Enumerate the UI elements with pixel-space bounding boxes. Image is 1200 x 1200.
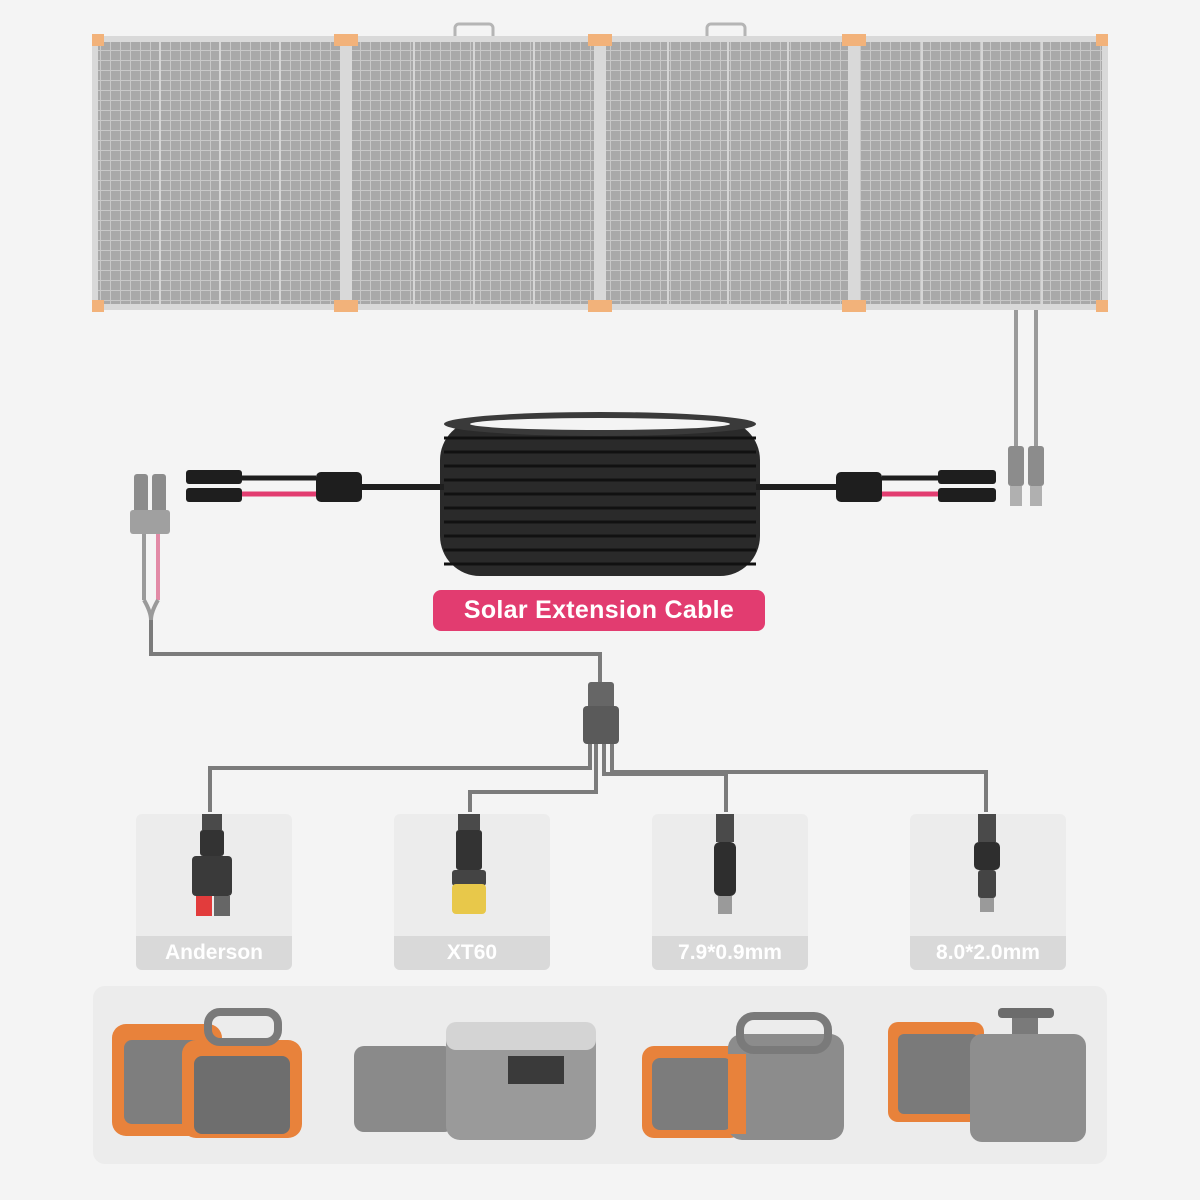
power-station-icon	[112, 1008, 302, 1138]
connector-card-8-0mm: 8.0*2.0mm	[910, 814, 1066, 970]
power-stations-row	[112, 1008, 1086, 1142]
connector-card-anderson: Anderson	[136, 814, 292, 970]
output-splitter	[208, 682, 988, 812]
panel-output-leads	[1008, 310, 1044, 506]
dc-8-0-connector-icon	[974, 814, 1000, 912]
power-station-icon	[354, 1022, 596, 1140]
y-splitter-icon	[836, 472, 882, 502]
solar-panel	[92, 22, 1108, 312]
power-station-icon	[888, 1008, 1086, 1142]
adapter-mc4-connector-icon	[130, 474, 170, 534]
connector-label-anderson: Anderson	[136, 936, 292, 970]
xt60-connector-icon	[452, 814, 486, 914]
dc-7-9-connector-icon	[714, 814, 736, 914]
power-station-icon	[642, 1012, 844, 1140]
mc4-connector-icon	[938, 470, 996, 502]
connector-label-7-9mm: 7.9*0.9mm	[652, 936, 808, 970]
extension-cable-left	[186, 470, 444, 502]
solar-extension-cable-label: Solar Extension Cable	[463, 596, 735, 624]
anderson-connector-icon	[192, 814, 232, 916]
extension-cable-right	[756, 470, 996, 502]
connector-card-7-9mm: 7.9*0.9mm	[652, 814, 808, 970]
connector-label-xt60: XT60	[394, 936, 550, 970]
connector-label-8-0mm: 8.0*2.0mm	[910, 936, 1066, 970]
mc4-connector-icon	[186, 470, 242, 502]
solar-extension-cable-badge: Solar Extension Cable	[433, 590, 765, 631]
connector-card-xt60: XT60	[394, 814, 550, 970]
y-splitter-icon	[316, 472, 362, 502]
panel-mc4-connector-icon	[1008, 446, 1044, 506]
cable-coil-icon	[440, 412, 760, 576]
adapter-cable	[130, 474, 602, 690]
